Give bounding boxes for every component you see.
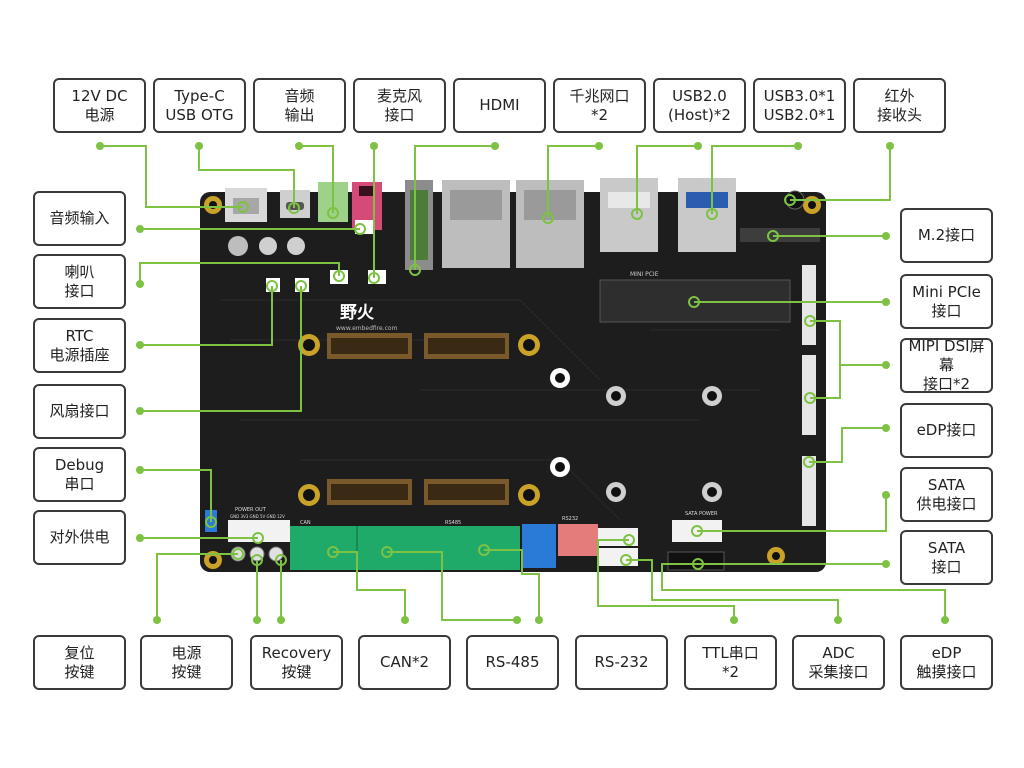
label-debug-uart: Debug 串口 bbox=[33, 447, 126, 502]
label-can: CAN*2 bbox=[358, 635, 451, 690]
label-mipi-dsi: MIPI DSI屏幕 接口*2 bbox=[900, 337, 993, 393]
label-reset-button: 复位 按键 bbox=[33, 635, 126, 690]
leader-lines bbox=[100, 145, 946, 621]
label-mic: 麦克风 接口 bbox=[353, 78, 446, 133]
label-typec-usb-otg: Type-C USB OTG bbox=[153, 78, 246, 133]
btb-connectors bbox=[327, 333, 509, 505]
label-speaker: 喇叭 接口 bbox=[33, 254, 126, 309]
label-sata: SATA 接口 bbox=[900, 530, 993, 585]
usb2-port-1 bbox=[600, 178, 658, 252]
edp-connector bbox=[802, 456, 816, 526]
can-silkscreen: CAN bbox=[300, 520, 311, 526]
label-edp: eDP接口 bbox=[900, 403, 993, 458]
label-audio-in: 音频输入 bbox=[33, 191, 126, 246]
label-rs485: RS-485 bbox=[466, 635, 559, 690]
label-m2: M.2接口 bbox=[900, 208, 993, 263]
leader-dots bbox=[96, 142, 949, 624]
sata-connector bbox=[667, 551, 725, 571]
label-sata-power: SATA 供电接口 bbox=[900, 467, 993, 522]
label-fan: 风扇接口 bbox=[33, 384, 126, 439]
sata-power-silkscreen: SATA POWER bbox=[685, 511, 718, 517]
ttl-connector-1 bbox=[598, 528, 638, 546]
mounting-holes bbox=[204, 196, 821, 569]
label-mini-pcie: Mini PCIe 接口 bbox=[900, 274, 993, 329]
label-adc: ADC 采集接口 bbox=[792, 635, 885, 690]
label-usb3-usb2: USB3.0*1 USB2.0*1 bbox=[753, 78, 846, 133]
label-rtc-power: RTC 电源插座 bbox=[33, 318, 126, 373]
label-edp-touch: eDP 触摸接口 bbox=[900, 635, 993, 690]
label-hdmi: HDMI bbox=[453, 78, 546, 133]
label-gigabit-ethernet: 千兆网口 *2 bbox=[553, 78, 646, 133]
label-power-out: 对外供电 bbox=[33, 510, 126, 565]
rs232-silkscreen: RS232 bbox=[562, 516, 578, 522]
label-12v-dc-power: 12V DC 电源 bbox=[53, 78, 146, 133]
capacitor bbox=[228, 236, 248, 256]
label-audio-out: 音频 输出 bbox=[253, 78, 346, 133]
mipi-dsi-connector-2 bbox=[802, 355, 816, 435]
endpoint-rings bbox=[205, 194, 816, 570]
power-out-connector bbox=[228, 520, 290, 542]
ttl-connector-2 bbox=[598, 548, 638, 566]
board-logo: 野火 bbox=[340, 303, 375, 323]
label-ttl-uart: TTL串口 *2 bbox=[684, 635, 777, 690]
label-power-button: 电源 按键 bbox=[140, 635, 233, 690]
label-ir-receiver: 红外 接收头 bbox=[853, 78, 946, 133]
board-site: www.embedfire.com bbox=[336, 325, 398, 332]
rs485-terminal bbox=[424, 526, 520, 570]
mini-pcie-silkscreen: MINI PCIE bbox=[630, 271, 659, 278]
rs232-connector bbox=[558, 524, 598, 556]
label-usb2-host: USB2.0 (Host)*2 bbox=[653, 78, 746, 133]
rs485-silkscreen: RS485 bbox=[445, 520, 461, 526]
mipi-dsi-connector-1 bbox=[802, 265, 816, 345]
label-rs232: RS-232 bbox=[575, 635, 668, 690]
jumper-block bbox=[522, 524, 556, 568]
label-recovery-button: Recovery 按键 bbox=[250, 635, 343, 690]
power-out-silkscreen: POWER OUT bbox=[235, 507, 267, 513]
power-out-pins: GND 3V3 GND 5V GND 12V bbox=[230, 514, 285, 519]
